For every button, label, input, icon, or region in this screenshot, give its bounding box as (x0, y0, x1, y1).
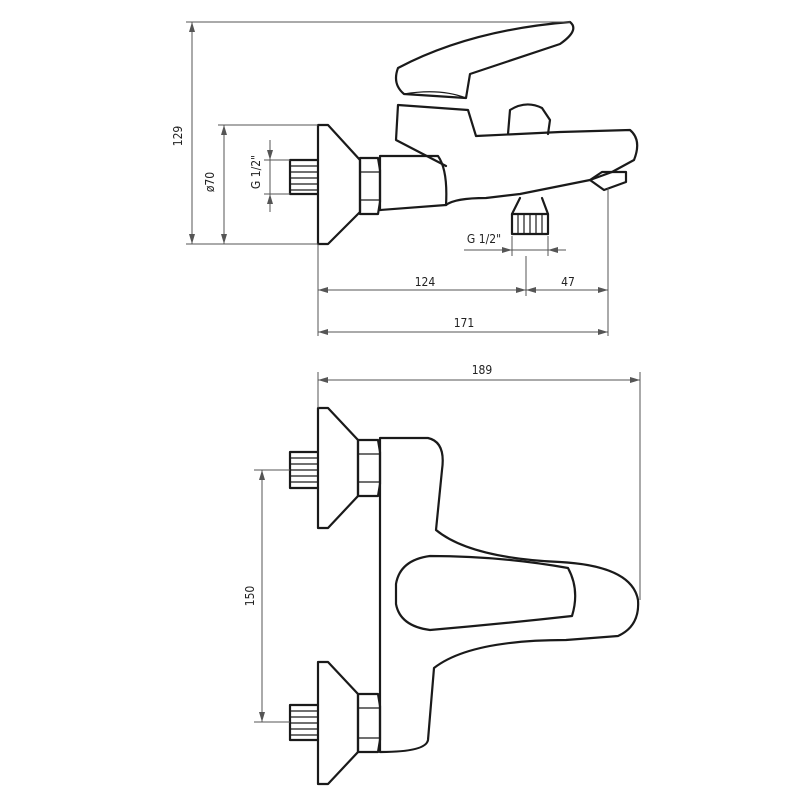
side-diverter-knob (506, 103, 552, 136)
dim-total-width: 189 (472, 363, 493, 377)
dim-overall-height: 129 (171, 126, 185, 147)
side-wall-flange (316, 123, 362, 246)
dim-total-depth: 171 (454, 316, 475, 330)
top-upper-nut (356, 438, 382, 498)
side-dimensions: 129 ø70 G 1/2" G 1/2" 124 (171, 21, 609, 336)
dim-center-distance: 150 (243, 586, 257, 607)
top-dimensions: 189 150 (243, 363, 641, 723)
side-mixer-body (378, 154, 448, 212)
dim-inlet-to-outlet: 124 (415, 275, 436, 289)
side-hex-nut (358, 156, 382, 216)
side-bottom-outlet (510, 212, 550, 236)
top-view (288, 406, 640, 786)
top-upper-flange (316, 406, 360, 530)
side-view (288, 20, 639, 246)
dim-inlet-thread: G 1/2" (249, 155, 263, 189)
side-lever-handle (394, 20, 575, 100)
top-mixer-body (378, 436, 640, 754)
dim-outlet-thread: G 1/2" (467, 232, 501, 246)
side-shower-outlet (588, 170, 628, 192)
top-lower-nut (356, 692, 382, 754)
dim-flange-diameter: ø70 (203, 172, 217, 192)
dim-outlet-to-spout: 47 (561, 275, 575, 289)
top-upper-thread (291, 457, 317, 483)
top-lower-thread (291, 710, 317, 736)
top-lower-flange (316, 660, 360, 786)
side-inlet-thread (291, 165, 317, 191)
side-spout (394, 103, 639, 207)
side-inlet-stub (288, 158, 320, 196)
top-lever-handle (394, 554, 577, 632)
side-bottom-thread (517, 215, 543, 233)
